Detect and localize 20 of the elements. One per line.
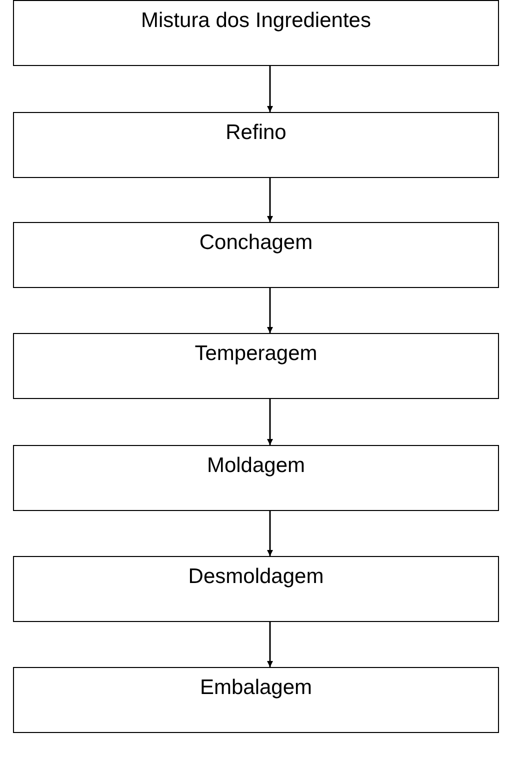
process-box (13, 222, 499, 288)
arrow (267, 399, 273, 445)
step-label: Mistura dos Ingredientes (141, 9, 371, 33)
step-label: Desmoldagem (188, 565, 324, 589)
process-box (13, 112, 499, 178)
step-label: Conchagem (199, 231, 313, 255)
arrow (267, 511, 273, 556)
process-box (13, 445, 499, 511)
step-label: Temperagem (194, 342, 318, 366)
arrow (267, 622, 273, 667)
process-box (13, 556, 499, 622)
arrow (267, 178, 273, 222)
process-box (13, 333, 499, 399)
process-box (13, 0, 499, 66)
process-box (13, 667, 499, 733)
arrow (267, 288, 273, 333)
step-label: Moldagem (206, 454, 306, 478)
arrow (267, 66, 273, 112)
step-label: Embalagem (200, 676, 312, 700)
step-label: Refino (226, 121, 286, 145)
